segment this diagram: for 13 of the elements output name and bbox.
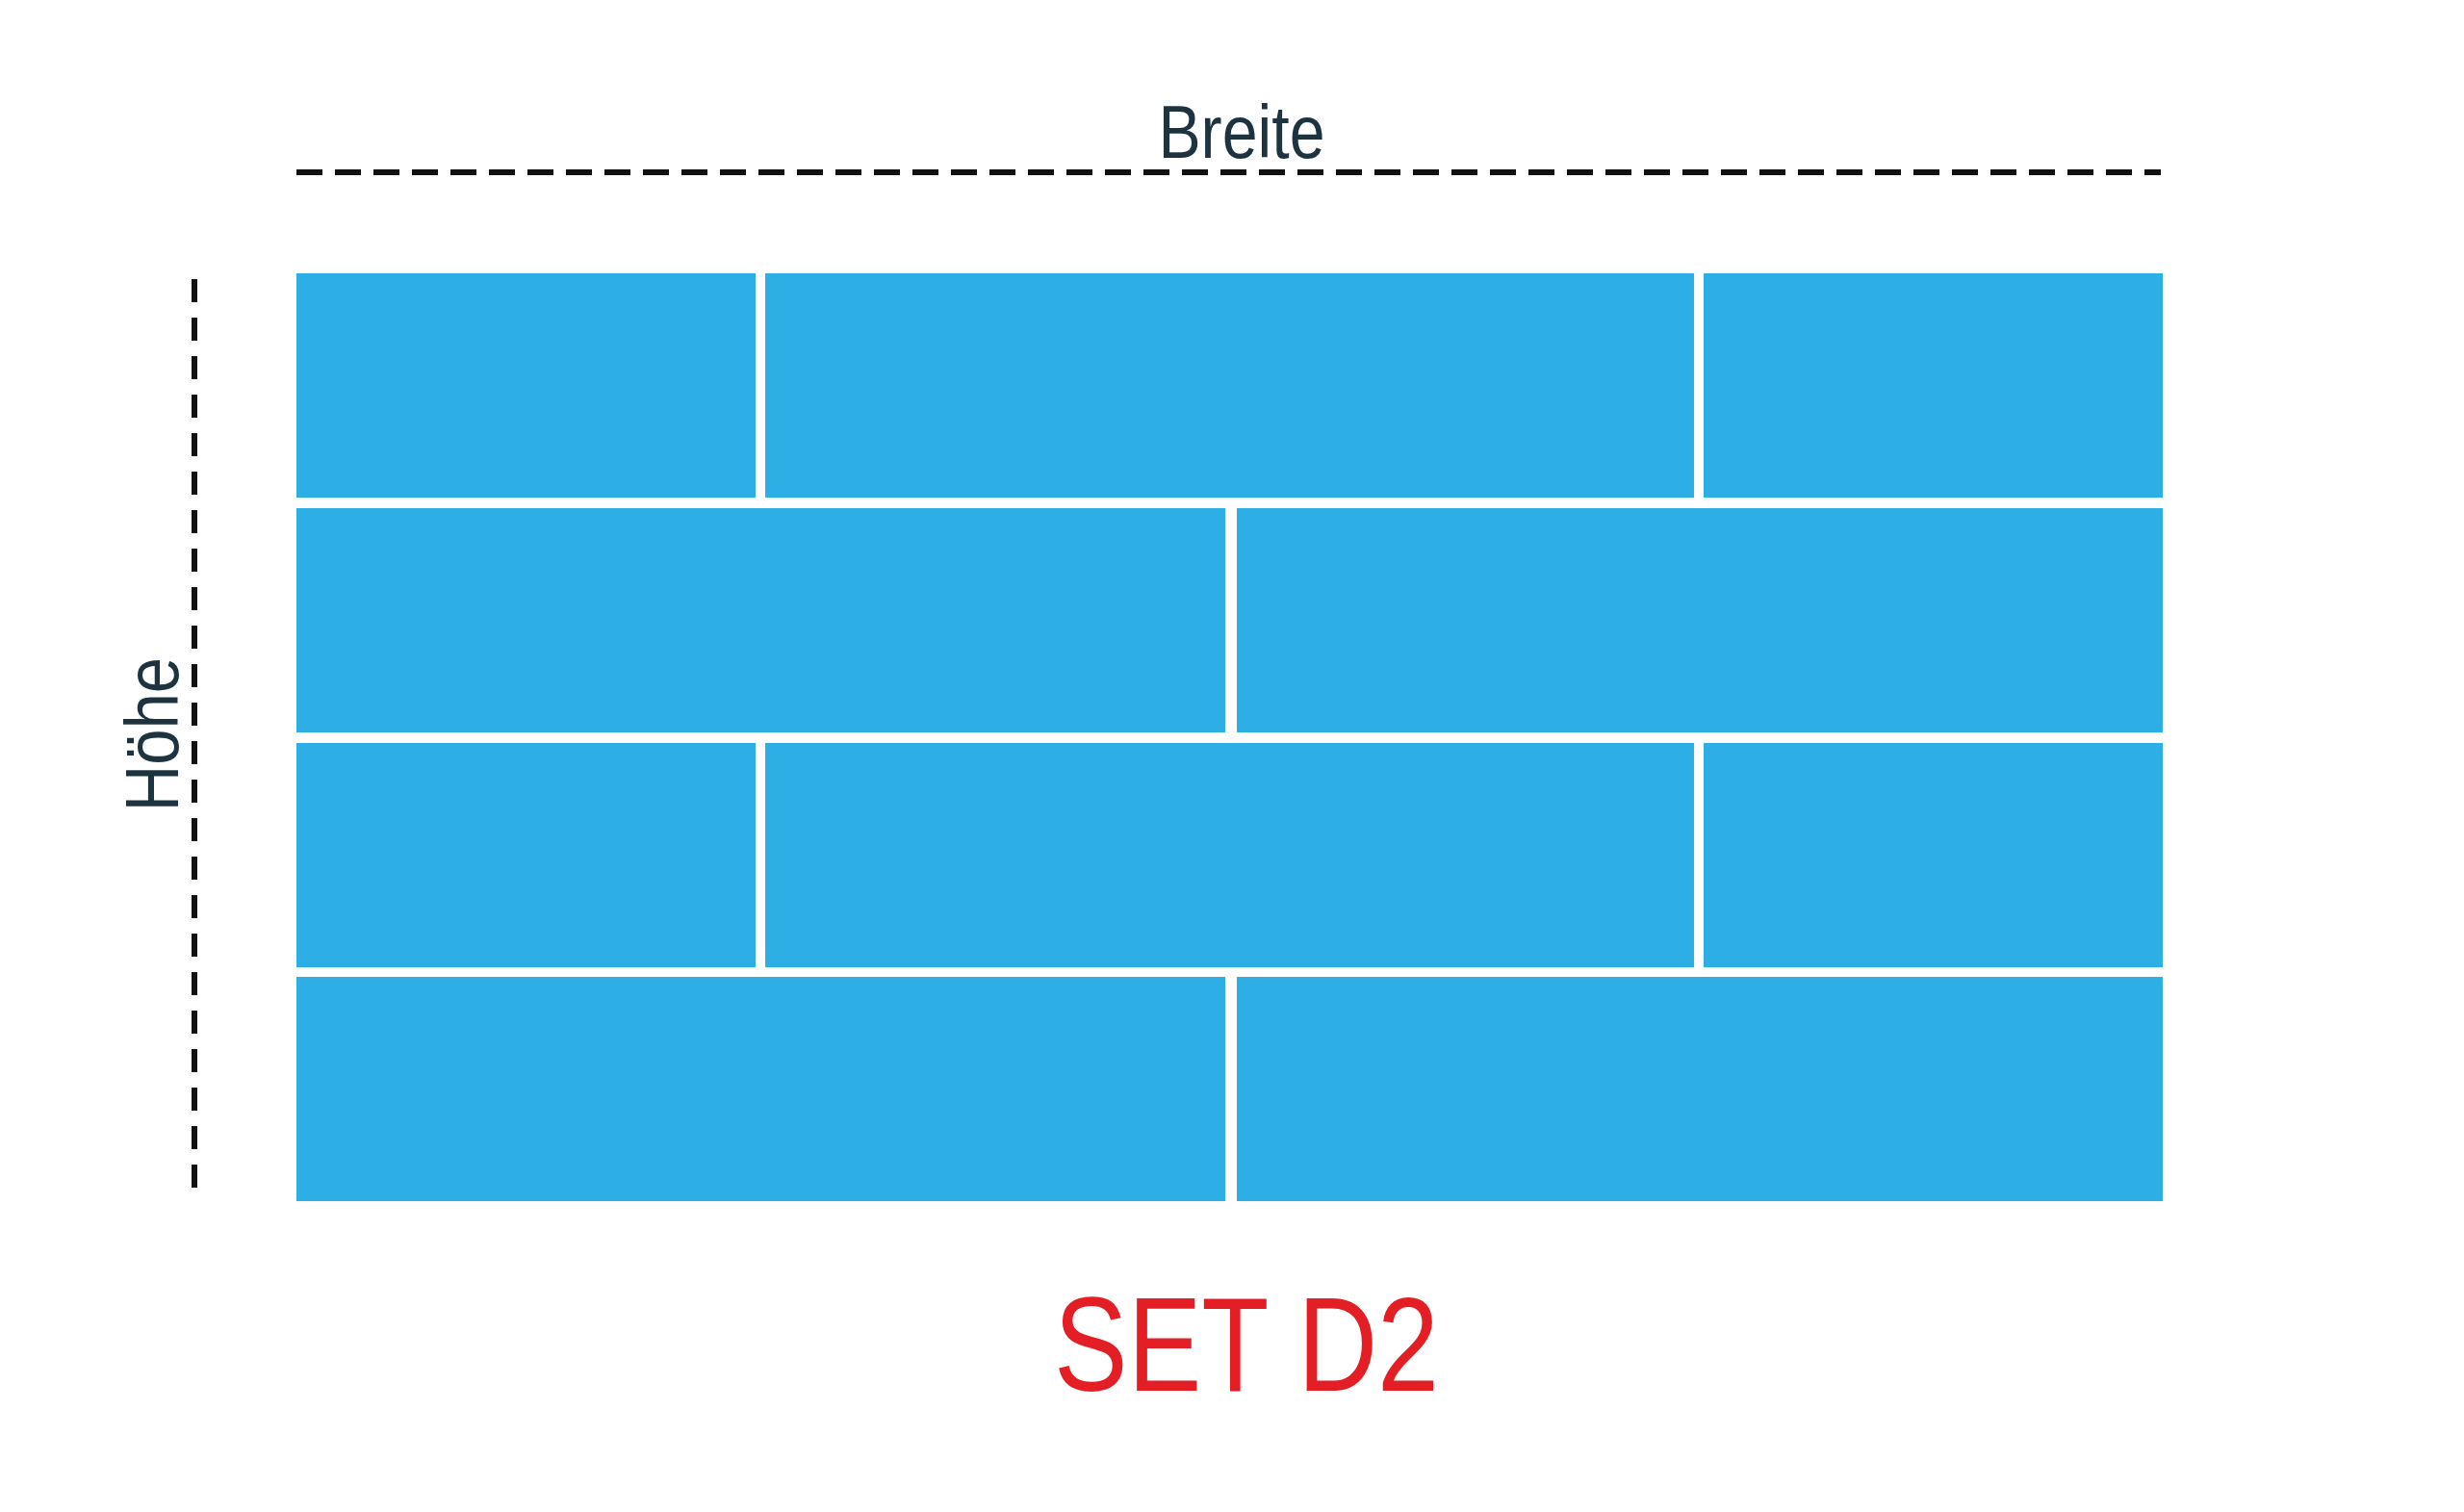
panel-tile — [296, 273, 756, 498]
dimension-label: Breite — [1158, 94, 1325, 169]
panel-tile — [1704, 743, 2163, 967]
panel-tile — [296, 508, 1225, 732]
panel-tile — [1704, 273, 2163, 498]
panel-tile — [765, 273, 1694, 498]
caption: SET D2 — [1054, 1277, 1439, 1412]
panel-tile — [1237, 508, 2163, 732]
panel-tile — [1237, 977, 2163, 1201]
panel-tile — [765, 743, 1694, 967]
dimension-label: Höhe — [115, 656, 190, 812]
panel-tile — [296, 977, 1225, 1201]
panel-tile — [296, 743, 756, 967]
